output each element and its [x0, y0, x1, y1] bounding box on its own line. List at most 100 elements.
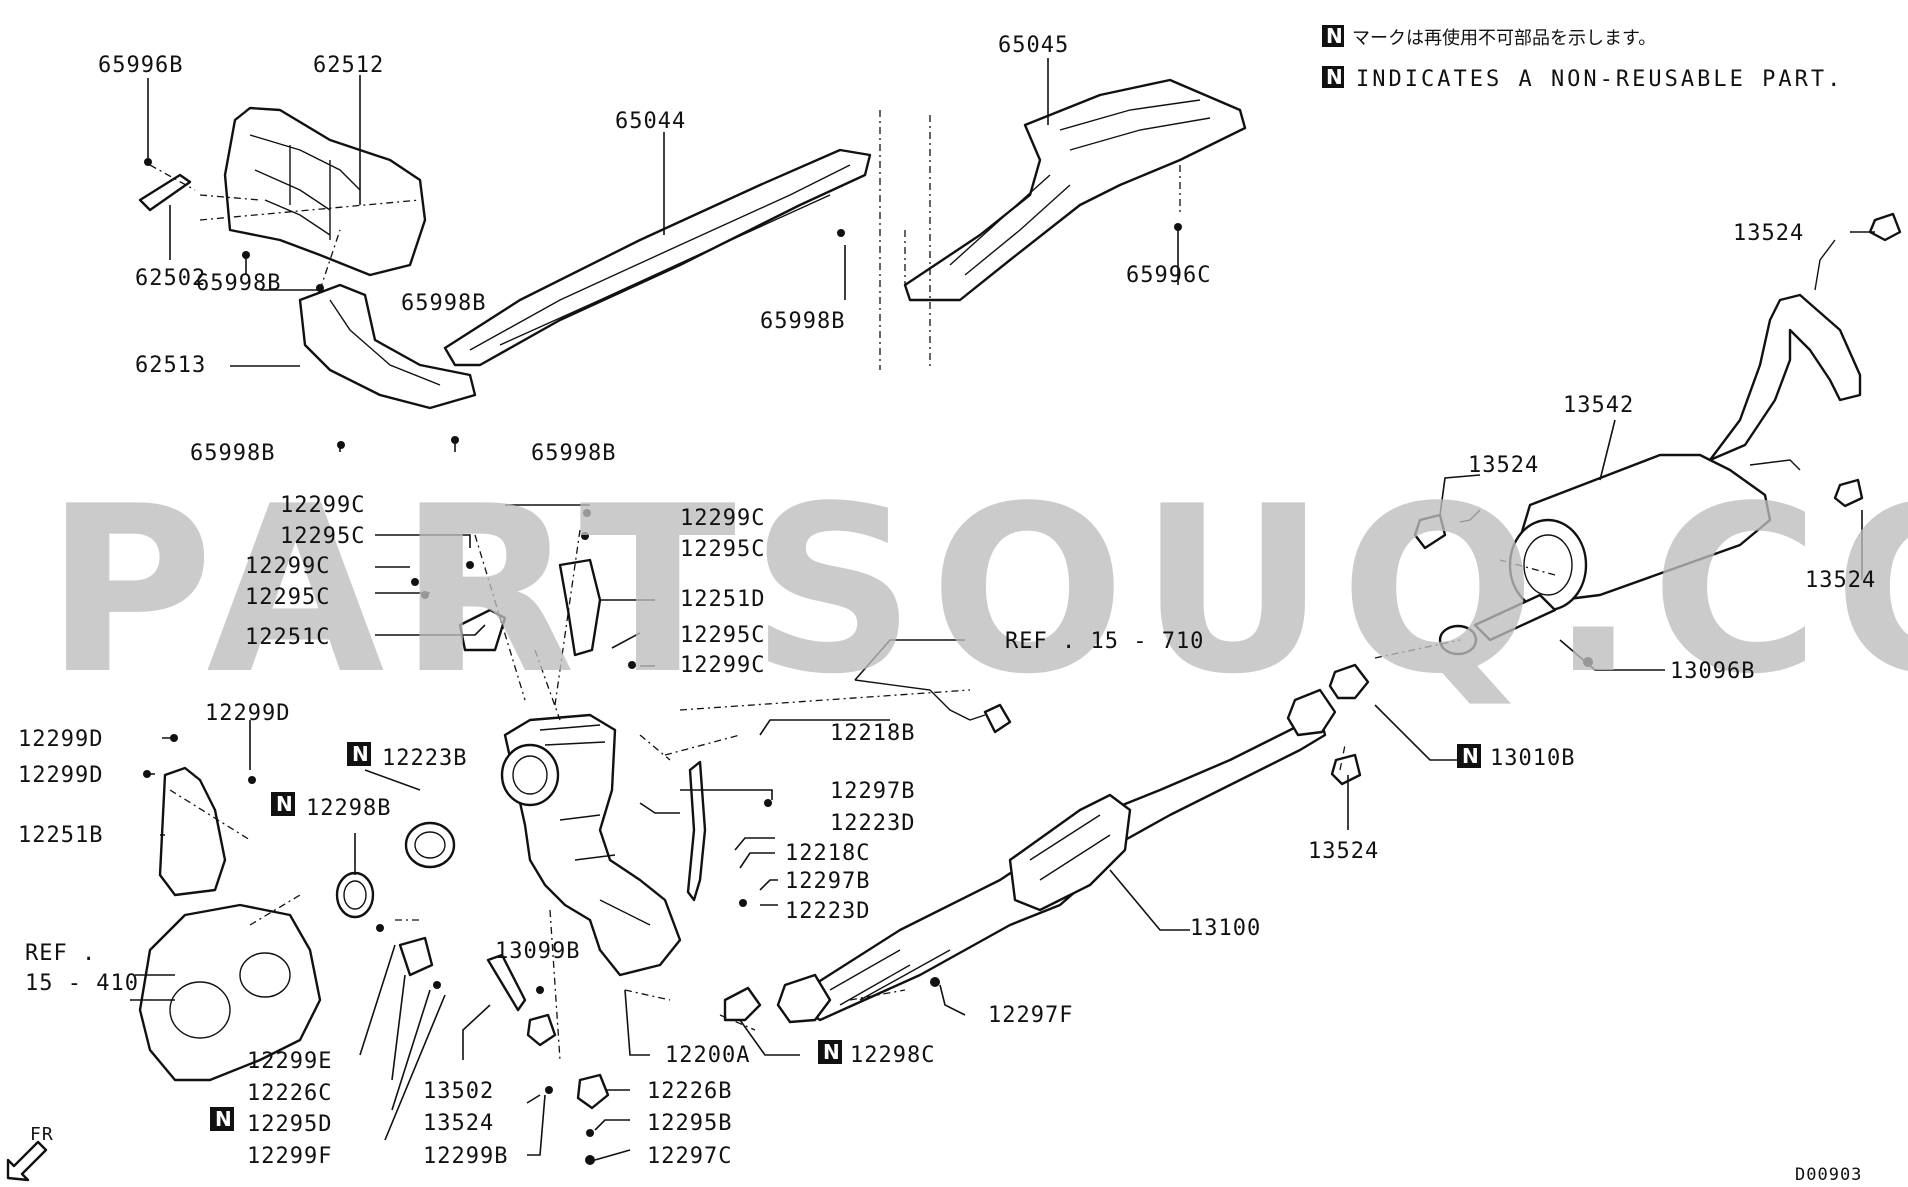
label-13524[interactable]: 13524 [423, 1111, 494, 1136]
bracket-12251C[interactable] [458, 608, 507, 652]
label-65998B[interactable]: 65998B [196, 271, 281, 296]
bracket-12251B[interactable] [158, 766, 227, 897]
hanger-13524[interactable] [1413, 513, 1447, 550]
legend: N マークは再使用不可部品を示します。 N INDICATES A NON-RE… [1322, 24, 1840, 92]
dpf-inlet-ring [500, 743, 560, 807]
label-65998B[interactable]: 65998B [531, 441, 616, 466]
label-12299D[interactable]: 12299D [205, 701, 290, 726]
label-12299F[interactable]: 12299F [247, 1144, 332, 1169]
label-13542[interactable]: 13542 [1563, 393, 1634, 418]
label-12226B[interactable]: 12226B [647, 1079, 732, 1104]
label-13502[interactable]: 13502 [423, 1079, 494, 1104]
label-12295D[interactable]: 12295D [247, 1112, 332, 1137]
diagram-code: D00903 [1795, 1165, 1862, 1185]
catalytic-converter [1008, 793, 1132, 912]
badge-12295D: N [215, 1107, 232, 1131]
label-12298B[interactable]: 12298B [306, 796, 391, 821]
label-65998B[interactable]: 65998B [401, 291, 486, 316]
gasket-12298C[interactable] [723, 986, 762, 1022]
label-13099B[interactable]: 13099B [495, 939, 580, 964]
label-12223B[interactable]: 12223B [382, 746, 467, 771]
label-12297B[interactable]: 12297B [785, 869, 870, 894]
label-12223D[interactable]: 12223D [785, 899, 870, 924]
fastener-dots [143, 158, 1593, 1165]
label-12251D[interactable]: 12251D [680, 587, 765, 612]
bracket-12226B[interactable] [576, 1073, 610, 1110]
label-12299E[interactable]: 12299E [247, 1049, 332, 1074]
watermark: PARTSOUQ.COM [45, 458, 1908, 725]
label-12299C[interactable]: 12299C [245, 554, 330, 579]
non-reusable-badge-letter: N [1326, 65, 1343, 89]
hanger-13524[interactable] [1868, 212, 1902, 242]
label-ref-15-710[interactable]: REF . 15 - 710 [1005, 629, 1204, 654]
label-13096B[interactable]: 13096B [1670, 659, 1755, 684]
label-12299B[interactable]: 12299B [423, 1144, 508, 1169]
hanger-13524-lower[interactable] [526, 1013, 557, 1047]
label-12226C[interactable]: 12226C [247, 1081, 332, 1106]
tail-pipe [1708, 293, 1862, 462]
part-labels: 65996B 62512 62502 65998B 65998B 62513 6… [18, 33, 1876, 1169]
badge-12223B: N [352, 742, 369, 766]
label-65996C[interactable]: 65996C [1126, 263, 1211, 288]
leader-lines [130, 58, 1875, 1161]
label-62502[interactable]: 62502 [135, 266, 206, 291]
label-65996B[interactable]: 65996B [98, 53, 183, 78]
heat-shield-65044[interactable] [443, 148, 872, 367]
flange-rear [1286, 688, 1337, 737]
non-reusable-badges: N N N N N [210, 742, 1481, 1131]
front-arrow-icon [6, 1140, 48, 1182]
front-direction-label: FR [30, 1124, 54, 1145]
label-65998B[interactable]: 65998B [760, 309, 845, 334]
gasket-13010B[interactable] [1328, 663, 1370, 700]
heat-shield-62513[interactable] [298, 283, 477, 410]
bracket-12226C[interactable] [398, 936, 434, 977]
label-65044[interactable]: 65044 [615, 109, 686, 134]
non-reusable-badge-letter: N [1326, 24, 1343, 48]
label-12295C[interactable]: 12295C [680, 623, 765, 648]
sensor-pipe-12218C[interactable] [686, 760, 707, 902]
label-12295C[interactable]: 12295C [280, 524, 365, 549]
label-12298C[interactable]: 12298C [850, 1043, 935, 1068]
label-65998B[interactable]: 65998B [190, 441, 275, 466]
label-12295C[interactable]: 12295C [245, 585, 330, 610]
label-12299C[interactable]: 12299C [680, 653, 765, 678]
front-direction: FR [6, 1124, 54, 1182]
label-12297B[interactable]: 12297B [830, 779, 915, 804]
label-12299D[interactable]: 12299D [18, 763, 103, 788]
label-62513[interactable]: 62513 [135, 353, 206, 378]
label-12297F[interactable]: 12297F [988, 1003, 1073, 1028]
label-12218B[interactable]: 12218B [830, 721, 915, 746]
label-13524[interactable]: 13524 [1733, 221, 1804, 246]
label-ref[interactable]: REF . [25, 941, 96, 966]
label-12200A[interactable]: 12200A [665, 1043, 750, 1068]
label-12223D[interactable]: 12223D [830, 811, 915, 836]
label-13524[interactable]: 13524 [1468, 453, 1539, 478]
label-12299D[interactable]: 12299D [18, 727, 103, 752]
label-62512[interactable]: 62512 [313, 53, 384, 78]
label-12297C[interactable]: 12297C [647, 1144, 732, 1169]
label-12251B[interactable]: 12251B [18, 823, 103, 848]
label-13524[interactable]: 13524 [1308, 839, 1379, 864]
bracket-62502[interactable] [138, 173, 192, 212]
hanger-13524[interactable] [1330, 753, 1362, 786]
label-13524[interactable]: 13524 [1805, 568, 1876, 593]
label-ref-15-410[interactable]: 15 - 410 [25, 971, 139, 996]
label-13010B[interactable]: 13010B [1490, 746, 1575, 771]
label-12295C[interactable]: 12295C [680, 537, 765, 562]
hanger-13524[interactable] [1833, 478, 1864, 508]
label-12299C[interactable]: 12299C [680, 506, 765, 531]
label-12299C[interactable]: 12299C [280, 493, 365, 518]
flange-front [776, 973, 832, 1024]
bracket-13502[interactable] [486, 953, 527, 1012]
label-65045[interactable]: 65045 [998, 33, 1069, 58]
front-pipe-group [138, 558, 1012, 1110]
gasket-12298B[interactable] [335, 871, 375, 919]
muffler-inlet-pipe [1473, 593, 1557, 642]
heat-shield-62512[interactable] [223, 106, 427, 277]
label-12295B[interactable]: 12295B [647, 1111, 732, 1136]
clamp-12223B[interactable] [404, 821, 456, 869]
muffler-group [1330, 212, 1902, 786]
label-13100[interactable]: 13100 [1190, 916, 1261, 941]
label-12218C[interactable]: 12218C [785, 841, 870, 866]
label-12251C[interactable]: 12251C [245, 625, 330, 650]
